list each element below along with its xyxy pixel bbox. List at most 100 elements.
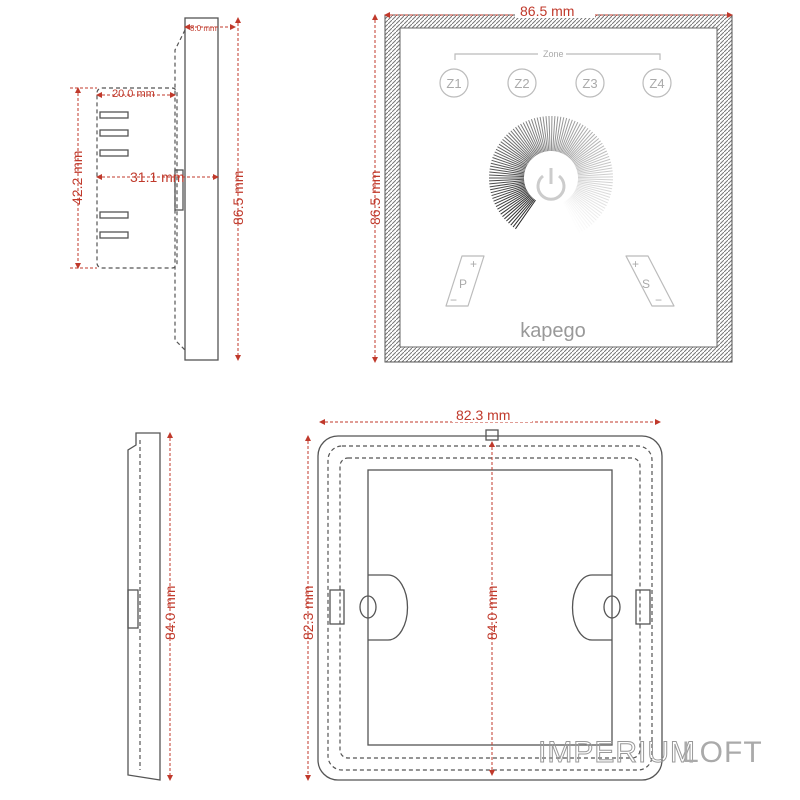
dial-ray	[552, 116, 556, 152]
zone-button-z2[interactable]: Z2	[507, 68, 537, 98]
dial-ray	[563, 123, 581, 155]
dim-total-depth: 31.1 mm	[130, 169, 184, 185]
dial-ray	[517, 125, 538, 156]
dial-ray	[539, 116, 547, 152]
dim-front-depth: 8.0 mm	[190, 24, 217, 33]
dial-ray	[570, 135, 598, 161]
dim-plate-height: 86.5 mm	[230, 171, 246, 225]
dial-ray	[492, 186, 526, 199]
dial-ray	[559, 119, 573, 153]
dial-ray	[504, 195, 532, 220]
dial-ray	[508, 132, 533, 159]
dial-ray	[565, 126, 586, 156]
dial-ray	[498, 192, 529, 213]
dial-ray	[566, 199, 588, 229]
dial-ray	[489, 181, 525, 188]
dial-ray	[576, 161, 612, 172]
watermark: IMPERIUM LOFT	[538, 736, 762, 770]
brand-logo: kapego	[520, 320, 586, 342]
dim-inner-height: 84.0 mm	[484, 586, 500, 640]
svg-text:+: +	[632, 257, 639, 271]
dial-ray	[497, 191, 528, 210]
dial-ray	[575, 150, 608, 167]
dial-ray	[571, 138, 600, 162]
dim-frame-width: 82.3 mm	[456, 407, 510, 423]
dial-ray	[574, 190, 606, 209]
dial-ray	[489, 178, 525, 182]
dial-ray	[498, 143, 529, 164]
dim-front-height: 86.5 mm	[367, 171, 383, 225]
dial-ray	[577, 164, 612, 173]
frame-front-view: 82.3 mm 82.3 mm 84.0 mm	[300, 407, 663, 781]
dial-ray	[491, 185, 526, 197]
dial-ray	[545, 116, 550, 152]
power-icon[interactable]	[536, 168, 566, 201]
dial-ray	[564, 124, 584, 156]
dial-ray	[558, 118, 571, 153]
dial-ray	[571, 195, 599, 219]
dial-ray	[500, 193, 530, 215]
dial-ray	[550, 115, 553, 152]
dial-ray	[492, 157, 526, 170]
dial-ray	[490, 183, 525, 194]
dial-ray	[556, 117, 565, 152]
dial-ray	[493, 154, 527, 169]
dial-ray	[490, 162, 525, 173]
svg-text:−: −	[655, 293, 662, 307]
dial-ray	[504, 136, 532, 161]
dial-ray	[510, 130, 534, 158]
svg-text:Z3: Z3	[582, 76, 597, 91]
dial-ray	[553, 116, 559, 152]
dial-ray	[506, 134, 532, 160]
dial-ray	[489, 174, 525, 178]
brightness-dial[interactable]	[488, 115, 613, 235]
dial-ray	[548, 116, 551, 152]
zone-button-z3[interactable]: Z3	[575, 68, 605, 98]
dial-ray	[554, 116, 562, 152]
dial-ray	[557, 117, 568, 153]
speed-button[interactable]: + S −	[625, 255, 675, 307]
dial-ray	[515, 126, 536, 157]
dial-ray	[491, 159, 526, 171]
zone-button-z1[interactable]: Z1	[439, 68, 469, 98]
dial-ray	[567, 129, 591, 158]
dial-ray	[512, 199, 535, 228]
svg-text:−: −	[450, 293, 457, 307]
dial-ray	[576, 158, 611, 171]
program-button[interactable]: + P −	[445, 255, 485, 307]
dial-ray	[530, 119, 543, 153]
dial-ray	[562, 121, 579, 154]
dial-ray	[536, 117, 546, 152]
front-view: 86.5 mm 86.5 mm Zone Z1 Z2 Z3 Z4 + P − +…	[367, 3, 733, 363]
dial-ray	[502, 138, 531, 162]
dial-ray	[497, 146, 528, 165]
dial-ray	[572, 140, 601, 163]
zone-button-z4[interactable]: Z4	[642, 68, 672, 98]
dial-ray	[494, 188, 527, 205]
dial-ray	[577, 183, 612, 193]
dial-ray	[490, 182, 525, 191]
dial-ray	[565, 200, 586, 231]
svg-text:IMPERIUM: IMPERIUM	[538, 736, 696, 769]
dial-ray	[573, 191, 604, 212]
dial-ray	[510, 198, 534, 226]
dim-box-depth: 20.0 mm	[112, 88, 155, 100]
dial-ray	[493, 187, 527, 202]
dial-ray	[525, 121, 541, 154]
dial-ray	[533, 118, 545, 153]
dial-ray	[500, 141, 530, 163]
dial-ray	[515, 199, 536, 230]
dim-frame-height: 82.3 mm	[300, 586, 316, 640]
svg-text:Z1: Z1	[446, 76, 461, 91]
dial-ray	[563, 201, 581, 234]
dial-ray	[512, 128, 535, 157]
svg-text:+: +	[470, 257, 477, 271]
dial-ray	[567, 198, 591, 227]
dial-ray	[574, 189, 607, 207]
dial-ray	[570, 196, 597, 221]
dial-ray	[577, 173, 613, 177]
dial-ray	[577, 178, 613, 181]
dial-ray	[575, 188, 608, 204]
dial-ray	[508, 197, 533, 224]
